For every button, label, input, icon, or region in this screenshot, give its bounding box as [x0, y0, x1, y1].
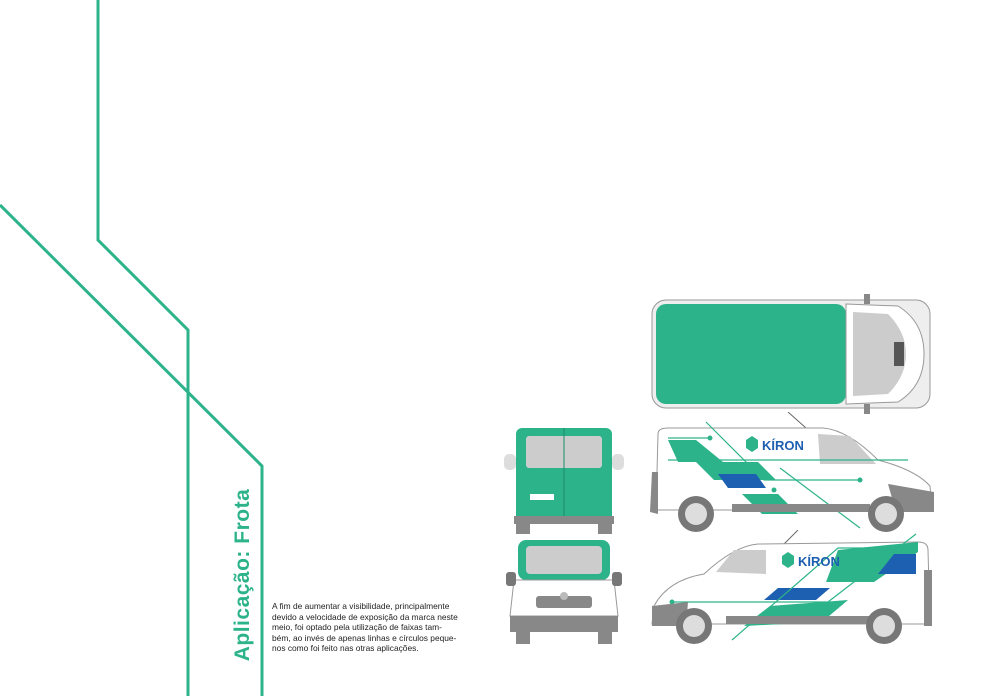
van-rear-view — [504, 428, 624, 534]
paragraph-line: meio, foi optado pela utilização de faix… — [272, 622, 442, 633]
van-top-view — [651, 294, 931, 414]
kiron-logo: KÍRON — [746, 436, 804, 453]
van-side-view-left: KÍRON — [651, 530, 932, 644]
page-title: Aplicação: Frota — [231, 488, 254, 662]
paragraph-line: bém, ao invés de apenas linhas e círculo… — [272, 632, 457, 643]
kiron-logo: KÍRON — [782, 552, 840, 569]
svg-text:KÍRON: KÍRON — [762, 438, 804, 453]
svg-text:KÍRON: KÍRON — [798, 554, 840, 569]
paragraph-line: devido a velocidade de exposição da marc… — [272, 611, 458, 622]
van-front-view — [506, 540, 622, 644]
description-paragraph: A fim de aumentar a visibilidade, princi… — [272, 601, 487, 654]
van-side-view-right: KÍRON — [650, 412, 934, 532]
paragraph-line: nos como foi feito nas otras aplicações. — [272, 643, 419, 654]
paragraph-line: A fim de aumentar a visibilidade, princi… — [272, 601, 450, 611]
